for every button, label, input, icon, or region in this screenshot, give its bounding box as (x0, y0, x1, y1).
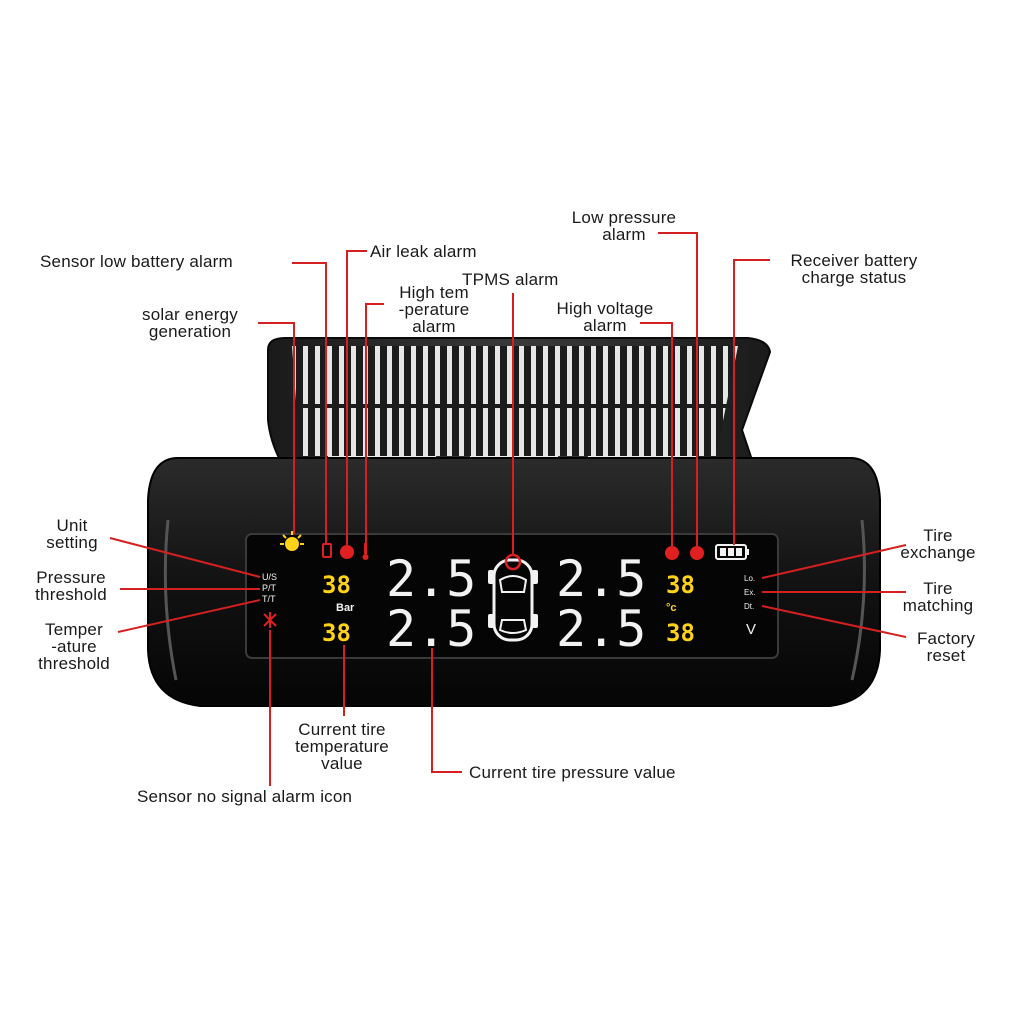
leader-air-leak (346, 250, 367, 545)
label-line: Temper (45, 620, 103, 639)
leader-temperature-threshold (117, 599, 261, 633)
label-line: Factory (916, 629, 976, 648)
label-line: Receiver battery (790, 251, 918, 270)
unit-voltage: V (746, 621, 756, 638)
low-pressure-icon (690, 546, 704, 560)
label-line: matching (902, 596, 974, 615)
label-low-pressure: Low pressure alarm (556, 209, 692, 243)
label-high-voltage: High voltage alarm (538, 300, 672, 334)
label-solar: solar energy generation (124, 306, 256, 340)
leader-high-temp (365, 303, 384, 545)
solar-panel (292, 346, 738, 456)
solar-panel-divider (290, 404, 730, 408)
label-air-leak: Air leak alarm (370, 243, 477, 260)
label-line: value (321, 754, 363, 773)
label-line: alarm (412, 317, 456, 336)
air-leak-icon (340, 545, 354, 559)
leader-low-pressure (658, 232, 698, 546)
label-line: alarm (602, 225, 646, 244)
label-line: alarm (583, 316, 627, 335)
label-factory-reset: Factory reset (896, 630, 996, 664)
leader-lines (109, 232, 907, 786)
temp-rear-right: 38 (666, 619, 695, 647)
label-line: High tem (399, 283, 469, 302)
label-line: Sensor low battery alarm (40, 252, 233, 271)
sun-icon (280, 531, 304, 551)
label-current-temperature: Current tire temperature value (278, 721, 406, 772)
car-icon (488, 558, 538, 642)
label-line: High voltage (556, 299, 654, 318)
temp-rear-left: 38 (322, 619, 351, 647)
label-line: Unit (56, 516, 88, 535)
label-current-pressure: Current tire pressure value (469, 764, 676, 781)
leader-sensor-low-battery (292, 262, 327, 545)
temp-front-left: 38 (322, 571, 351, 599)
menu-tire-exchange: Lo. (744, 574, 755, 583)
label-line: Current tire pressure value (469, 763, 676, 782)
label-line: setting (46, 533, 98, 552)
label-line: -ature (51, 637, 97, 656)
label-temperature-threshold: Temper -ature threshold (24, 621, 124, 672)
high-voltage-icon (665, 546, 679, 560)
label-sensor-low-battery: Sensor low battery alarm (40, 253, 233, 270)
label-line: solar energy (142, 305, 238, 324)
menu-temperature-threshold: T/T (262, 594, 276, 604)
label-line: exchange (900, 543, 976, 562)
menu-unit-setting: U/S (262, 572, 277, 582)
label-line: Tire (923, 526, 953, 545)
label-line: Air leak alarm (370, 242, 477, 261)
label-line: Current tire (298, 720, 386, 739)
label-line: Sensor no signal alarm icon (137, 787, 353, 806)
menu-tire-matching: Ex. (744, 588, 756, 597)
unit-temp: °c (666, 602, 677, 614)
label-high-temp: High tem -perature alarm (384, 284, 484, 335)
label-line: Tire (923, 579, 953, 598)
leader-receiver-battery (733, 259, 770, 545)
lcd-content: U/S P/T T/T 38 Bar 38 2.5 2.5 2.5 2 (262, 531, 756, 658)
pressure-front-left: 2.5 (386, 550, 476, 608)
leader-high-voltage (640, 322, 673, 546)
receiver-battery-icon (715, 544, 749, 560)
thermometer-icon (362, 543, 369, 560)
label-line: reset (926, 646, 966, 665)
label-tire-exchange: Tire exchange (888, 527, 988, 561)
label-line: temperature (295, 737, 389, 756)
label-line: TPMS alarm (462, 270, 559, 289)
no-signal-icon (263, 612, 277, 628)
pressure-front-right: 2.5 (556, 550, 646, 608)
leader-solar (258, 322, 295, 534)
unit-pressure: Bar (336, 602, 355, 614)
menu-pressure-threshold: P/T (262, 583, 277, 593)
leader-unit-setting (109, 537, 261, 578)
menu-factory-reset: Dt. (744, 602, 754, 611)
label-tire-matching: Tire matching (888, 580, 988, 614)
label-line: threshold (38, 654, 110, 673)
label-line: threshold (35, 585, 107, 604)
label-receiver-battery: Receiver battery charge status (772, 252, 936, 286)
label-line: -perature (398, 300, 470, 319)
label-line: Pressure (36, 568, 106, 587)
label-pressure-threshold: Pressure threshold (22, 569, 120, 603)
label-unit-setting: Unit setting (30, 517, 114, 551)
leader-factory-reset (761, 605, 907, 638)
body-left-highlight (163, 519, 178, 681)
pressure-rear-right: 2.5 (556, 600, 646, 658)
label-line: Low pressure (571, 208, 677, 227)
label-line: charge status (801, 268, 907, 287)
leader-current-pressure (431, 648, 462, 773)
temp-front-right: 38 (666, 571, 695, 599)
label-line: generation (148, 322, 232, 341)
label-tpms: TPMS alarm (462, 271, 558, 288)
leader-tire-exchange (761, 544, 907, 579)
body-right-highlight (850, 519, 866, 681)
label-sensor-no-signal: Sensor no signal alarm icon (137, 788, 352, 805)
